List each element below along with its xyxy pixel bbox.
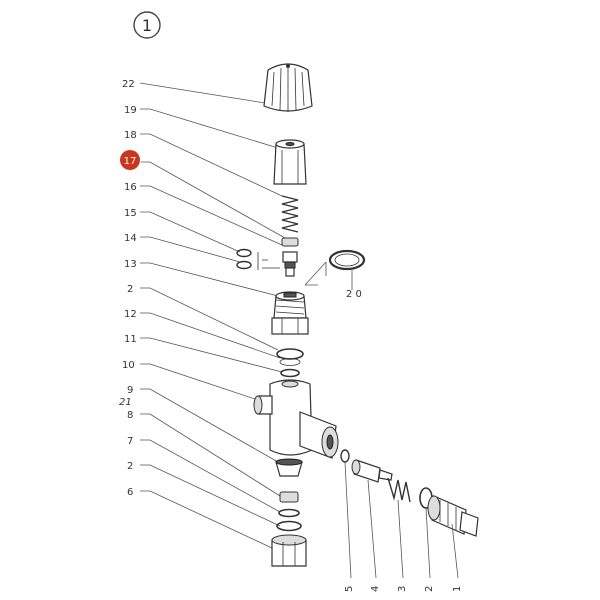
o-rings-14-15 [236, 248, 252, 270]
part-label: 1 [452, 586, 463, 592]
part-5-small-ring [340, 449, 350, 463]
part-label: 7 [127, 436, 133, 447]
bottom-leaders [344, 461, 459, 579]
part-label: 21 [119, 397, 132, 408]
part-label: 14 [124, 233, 137, 244]
left-part-labels: 22 19 18 16 15 14 13 2 12 11 10 9 21 8 7… [119, 79, 137, 498]
part-label: 18 [124, 130, 137, 141]
part-4-valve-pin [351, 459, 393, 483]
highlight-label: 17 [124, 156, 137, 167]
part-label: 3 [397, 586, 408, 592]
part-9-cone [275, 458, 303, 477]
bottom-part-labels: 5 4 3 2 1 [344, 586, 463, 592]
leader-lines [139, 82, 286, 549]
part-22-knob [263, 63, 313, 112]
part-label: 4 [370, 586, 381, 592]
part-label: 5 [344, 586, 355, 592]
part-label: 15 [124, 208, 137, 219]
part-label: 12 [124, 309, 137, 320]
part-13-threaded-body [271, 291, 309, 335]
part-label: 10 [122, 360, 135, 371]
part-18-spring [281, 195, 299, 233]
part-label: 9 [127, 385, 133, 396]
part-15-14-seat [282, 251, 298, 277]
rings-2-12-11 [276, 348, 304, 378]
part-8-ring [279, 491, 299, 503]
part-label: 6 [127, 487, 133, 498]
part-6-bottom-nut [271, 534, 307, 567]
figure-number-badge: 1 [133, 11, 161, 39]
part-label: 19 [124, 105, 137, 116]
figure-number: 1 [142, 16, 152, 35]
part-label-20: 2 0 [346, 289, 362, 300]
parts-7-2-rings [276, 508, 302, 532]
part-16-washer [281, 237, 299, 247]
part-1-fitting [427, 495, 479, 537]
part-19-cap-nut [273, 139, 307, 185]
part-3-spring [387, 477, 411, 503]
part-20-gasket: 2 0 [304, 249, 366, 300]
part-label: 2 [127, 284, 133, 295]
part-10-tee-body [253, 379, 339, 459]
highlight-marker-17[interactable]: 17 [120, 150, 140, 170]
part-label: 13 [124, 259, 137, 270]
part-label: 2 [127, 461, 133, 472]
part-label: 8 [127, 410, 133, 421]
part-label: 16 [124, 182, 137, 193]
part-label: 11 [124, 334, 137, 345]
part-label: 22 [122, 79, 135, 90]
part-label: 2 [424, 586, 435, 592]
